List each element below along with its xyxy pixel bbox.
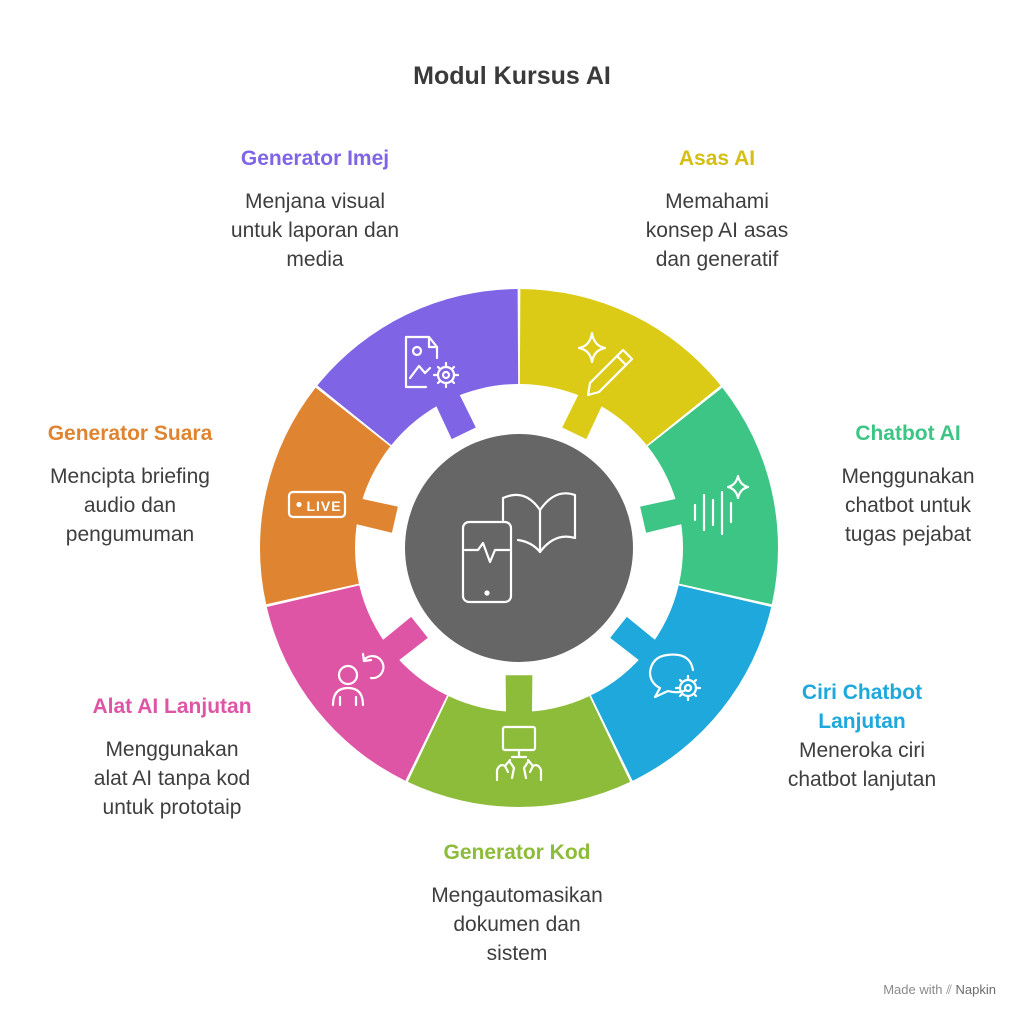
segment-generator-suara	[260, 387, 391, 605]
label-alat-ai-lanjutan: Alat AI Lanjutan Menggunakan alat AI tan…	[52, 692, 292, 822]
segment-alat-ai-lanjutan	[266, 585, 448, 781]
image-gear-icon	[404, 335, 460, 389]
segment-asas-ai	[519, 289, 721, 446]
live-badge-text: LIVE	[306, 498, 341, 514]
segment-description: Menjana visual untuk laporan dan media	[230, 190, 400, 271]
segment-connector-generator-suara	[355, 498, 398, 533]
segment-title: Ciri Chatbot Lanjutan	[801, 681, 923, 733]
computer-hands-icon	[495, 725, 543, 782]
segment-description: Menggunakan alat AI tanpa kod untuk prot…	[93, 738, 251, 819]
segment-connector-chatbot-ai	[640, 498, 683, 533]
label-generator-suara: Generator Suara Mencipta briefing audio …	[10, 419, 250, 549]
segment-title: Generator Kod	[443, 841, 591, 864]
sound-sparkle-icon	[693, 474, 750, 536]
segment-connector-generator-kod	[505, 675, 533, 713]
phone-book-icon	[461, 492, 577, 604]
segment-title: Generator Imej	[240, 147, 390, 170]
segment-connector-alat-ai-lanjutan	[382, 616, 428, 661]
segment-description: Memahami konsep AI asas dan generatif	[645, 190, 789, 271]
segment-connector-generator-imej	[435, 394, 476, 440]
center-hub	[405, 434, 633, 662]
segment-description: Mencipta briefing audio dan pengumuman	[50, 465, 210, 546]
label-generator-imej: Generator Imej Menjana visual untuk lapo…	[195, 144, 435, 274]
segment-title: Chatbot AI	[855, 422, 961, 445]
label-chatbot-ai: Chatbot AI Menggunakan chatbot untuk tug…	[788, 419, 1024, 549]
live-badge-icon	[287, 490, 347, 519]
segment-connector-asas-ai	[562, 394, 603, 440]
segment-connector-ciri-chatbot-lanjutan	[610, 616, 656, 661]
segment-title: Alat AI Lanjutan	[92, 695, 252, 718]
label-ciri-chatbot-lanjutan: Ciri Chatbot Lanjutan Meneroka ciri chat…	[742, 678, 982, 794]
label-asas-ai: Asas AI Memahami konsep AI asas dan gene…	[597, 144, 837, 274]
person-refresh-icon	[331, 652, 385, 707]
label-generator-kod: Generator Kod Mengautomasikan dokumen da…	[397, 838, 637, 968]
sparkle-pencil-icon	[577, 331, 634, 397]
segment-chatbot-ai	[647, 387, 778, 605]
chat-gear-icon	[648, 653, 702, 702]
page-title: Modul Kursus AI	[413, 62, 611, 90]
napkin-logo-icon: ⫽	[946, 982, 952, 997]
segment-title: Asas AI	[678, 147, 756, 170]
segment-description: Menggunakan chatbot untuk tugas pejabat	[841, 465, 975, 546]
segment-description: Meneroka ciri chatbot lanjutan	[787, 739, 937, 791]
footer-credit: Made with ⫽ Napkin	[883, 982, 996, 997]
segment-title: Generator Suara	[47, 422, 213, 445]
segment-description: Mengautomasikan dokumen dan sistem	[431, 884, 603, 965]
